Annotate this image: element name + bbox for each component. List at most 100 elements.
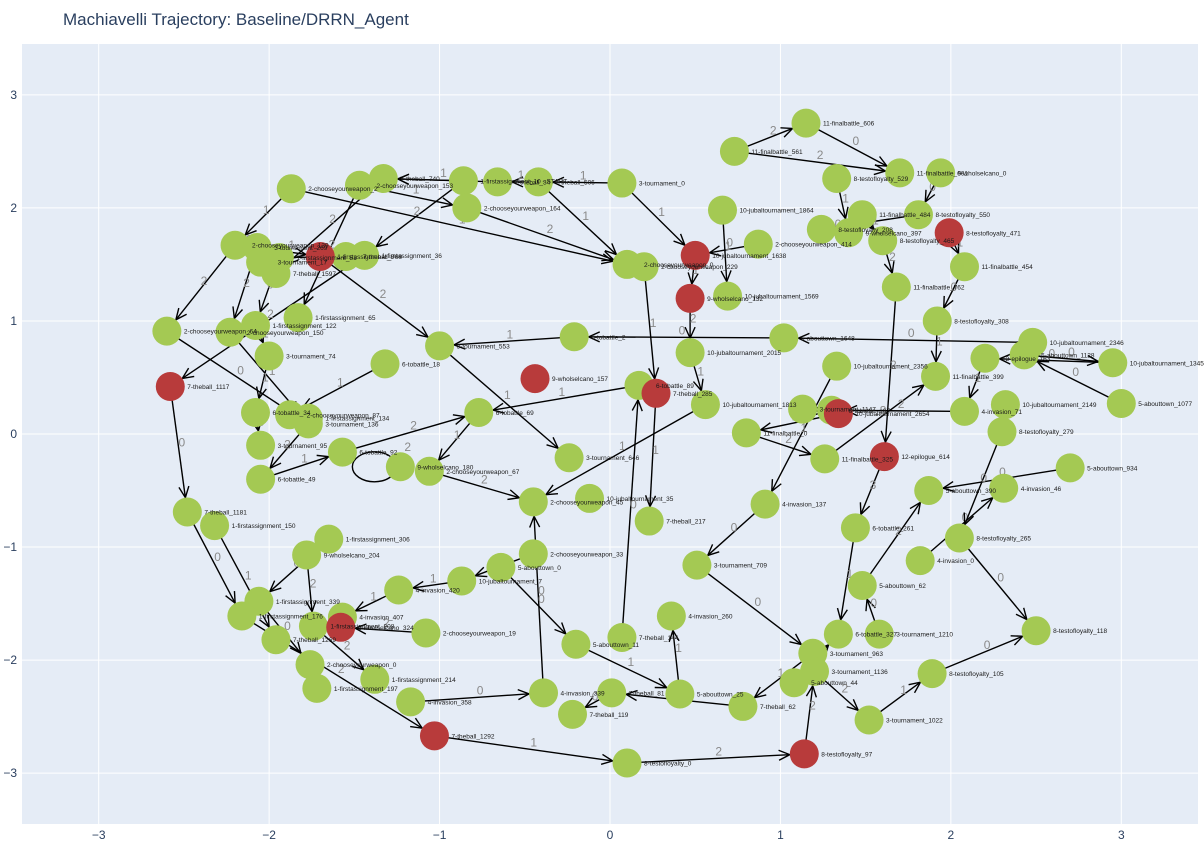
node-marker [295, 650, 325, 680]
edge-line [588, 336, 784, 339]
node-marker [529, 678, 559, 708]
edge-label: 1 [530, 735, 537, 749]
node-label: 2-chooseyourweapon_164 [484, 205, 561, 212]
node-label: 6-tobattle_2 [591, 334, 626, 341]
node-label: 6-tobattle_34 [272, 410, 310, 417]
node-marker [246, 464, 276, 494]
edge-line [229, 331, 300, 414]
node-label: 9-wholselcano_0 [958, 170, 1007, 177]
edge-label: 1 [778, 666, 785, 680]
node-label: 7-theball_62 [760, 704, 796, 711]
node-label: 7-theball_81 [629, 690, 665, 697]
node-label: 10-jubaltournament_1345 [1130, 360, 1204, 367]
edge-line [846, 409, 965, 413]
node-marker [707, 195, 737, 225]
node-label: 1-firstassignment_176 [259, 614, 323, 621]
node-marker [806, 214, 836, 244]
node-marker [486, 552, 516, 582]
node-marker [293, 409, 323, 439]
node-marker [1021, 616, 1051, 646]
edge-arrowhead [244, 223, 257, 237]
edge-label: 2 [201, 274, 208, 288]
edge-line [319, 255, 429, 338]
node-marker [523, 167, 553, 197]
node-label: 5-abouttown_934 [1087, 465, 1138, 472]
node-marker [283, 303, 313, 333]
edge-line [649, 393, 657, 507]
edge-arrowhead [510, 176, 524, 188]
edge-arrowhead [865, 597, 876, 612]
node-marker [326, 612, 356, 642]
node-label: 9-wholselcano_397 [866, 230, 922, 237]
node-marker [869, 442, 899, 472]
node-label: 1-firstassignment_122 [272, 323, 336, 330]
node-label: 11-finalbattle_561 [751, 149, 803, 156]
edge-arrowhead [909, 501, 922, 515]
node-marker [261, 625, 291, 655]
edge-label: 1 [288, 238, 295, 252]
node-marker [246, 430, 276, 460]
edge-label: 0 [853, 134, 860, 148]
node-label: 3-tournament_646 [586, 455, 640, 462]
edge-label: 2 [243, 276, 250, 290]
edge-label: 2 [841, 682, 848, 696]
node-marker [452, 193, 482, 223]
node-marker [411, 618, 441, 648]
node-label: 2-chooseyourweapon_19 [443, 630, 516, 637]
edge-label: 0 [755, 595, 762, 609]
node-label: 4-invasion_339 [561, 690, 605, 697]
edge-label: 1 [413, 183, 420, 197]
node-label: 8-testofloyalty_308 [954, 318, 1009, 325]
node-label: 5-abouttown_390 [946, 488, 997, 495]
node-label: 11-finalbattle_0 [763, 430, 807, 437]
node-marker [868, 226, 898, 256]
node-label: 11-finalbattle_454 [982, 264, 1034, 271]
node-label: 5-abouttown_1648 [801, 335, 855, 342]
edge-arrowhead [924, 189, 936, 204]
node-marker [881, 272, 911, 302]
node-marker [220, 230, 250, 260]
node-marker [368, 164, 398, 194]
node-marker [822, 351, 852, 381]
node-marker [558, 699, 588, 729]
node-marker [917, 659, 947, 689]
edge-label: 0 [1072, 365, 1079, 379]
edge-arrowhead [631, 398, 643, 412]
node-marker [731, 418, 761, 448]
node-marker [360, 664, 390, 694]
edge-line [453, 336, 575, 346]
edge-arrowhead [805, 684, 818, 698]
edge-label: 1 [872, 214, 879, 228]
node-label: 12-epilogue_163 [1002, 356, 1051, 363]
edge-line [734, 150, 886, 172]
edge-arrowhead [178, 485, 190, 500]
edge-label: 1 [582, 209, 589, 223]
x-tick-label: 1 [777, 828, 784, 842]
node-label: 4-invasion_358 [428, 699, 472, 706]
node-label: 5-abouttown_11 [593, 642, 640, 649]
node-marker [769, 323, 799, 353]
edge-line [958, 537, 1028, 620]
edge-line [186, 511, 236, 604]
edge-line [175, 244, 236, 321]
node-label: 9-wholselcano_204 [324, 552, 380, 559]
node-label: 3-tournament_963 [830, 651, 884, 658]
node-label: 7-theball_1269 [293, 637, 336, 644]
edge-label: 0 [984, 638, 991, 652]
node-marker [1106, 388, 1136, 418]
node-marker [823, 619, 853, 649]
edge-label: 2 [310, 577, 317, 591]
edge-arrowhead [859, 502, 871, 516]
node-marker [240, 398, 270, 428]
edge-label: 0 [929, 180, 936, 194]
edge-line [181, 254, 365, 379]
edge-label: 0 [630, 497, 637, 511]
node-label: 8-testofloyalty_279 [1019, 429, 1074, 436]
node-label: 2-chooseyourweapon_0 [327, 662, 397, 669]
node-marker [922, 306, 952, 336]
node-label: 6-tobattle_49 [278, 477, 316, 484]
edge-line [466, 207, 614, 261]
edge-arrowhead [883, 261, 895, 275]
